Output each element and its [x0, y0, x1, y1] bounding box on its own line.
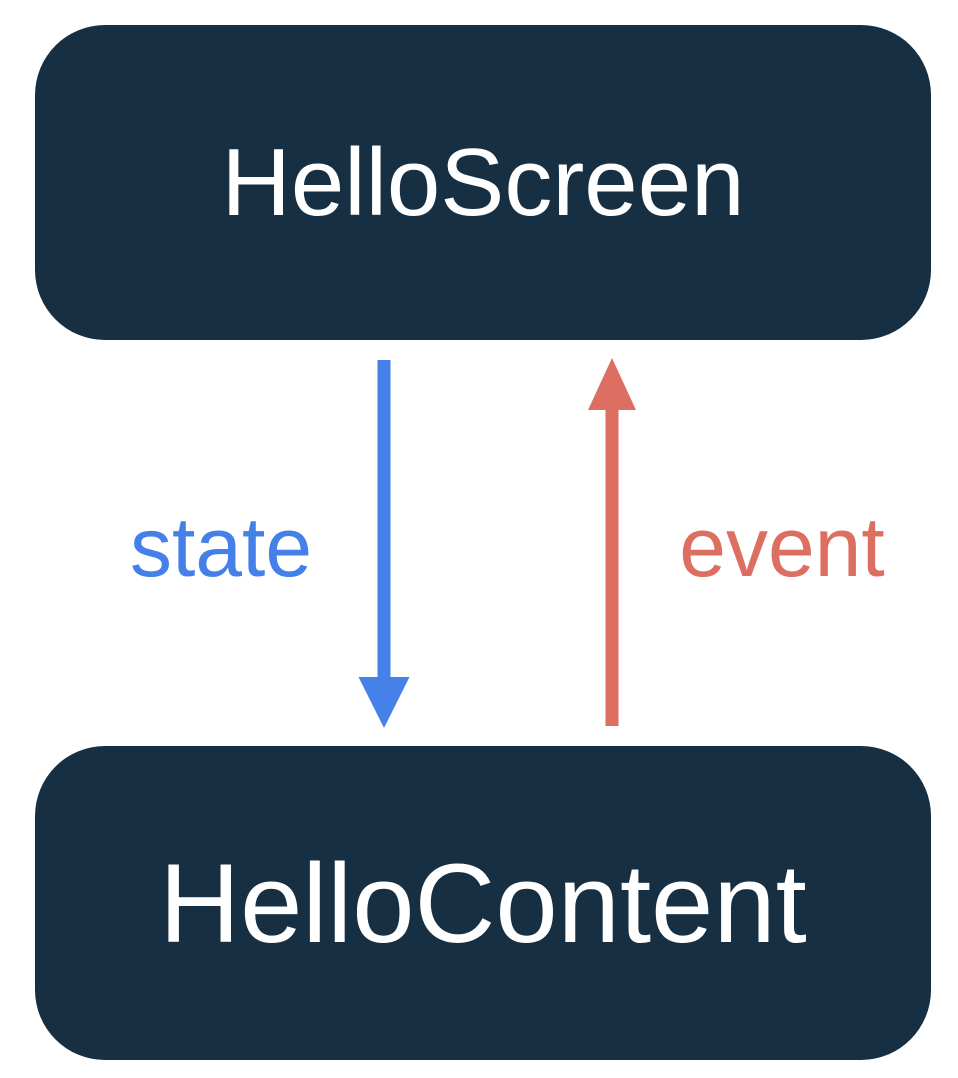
state-down-arrow-icon [358, 360, 410, 728]
event-up-arrow-icon [588, 358, 636, 726]
state-label: state [129, 500, 313, 594]
hello-content-box: HelloContent [35, 746, 931, 1060]
hello-content-label: HelloContent [159, 840, 807, 966]
event-label: event [679, 500, 885, 594]
hello-screen-label: HelloScreen [221, 128, 745, 236]
hello-screen-box: HelloScreen [35, 25, 931, 340]
